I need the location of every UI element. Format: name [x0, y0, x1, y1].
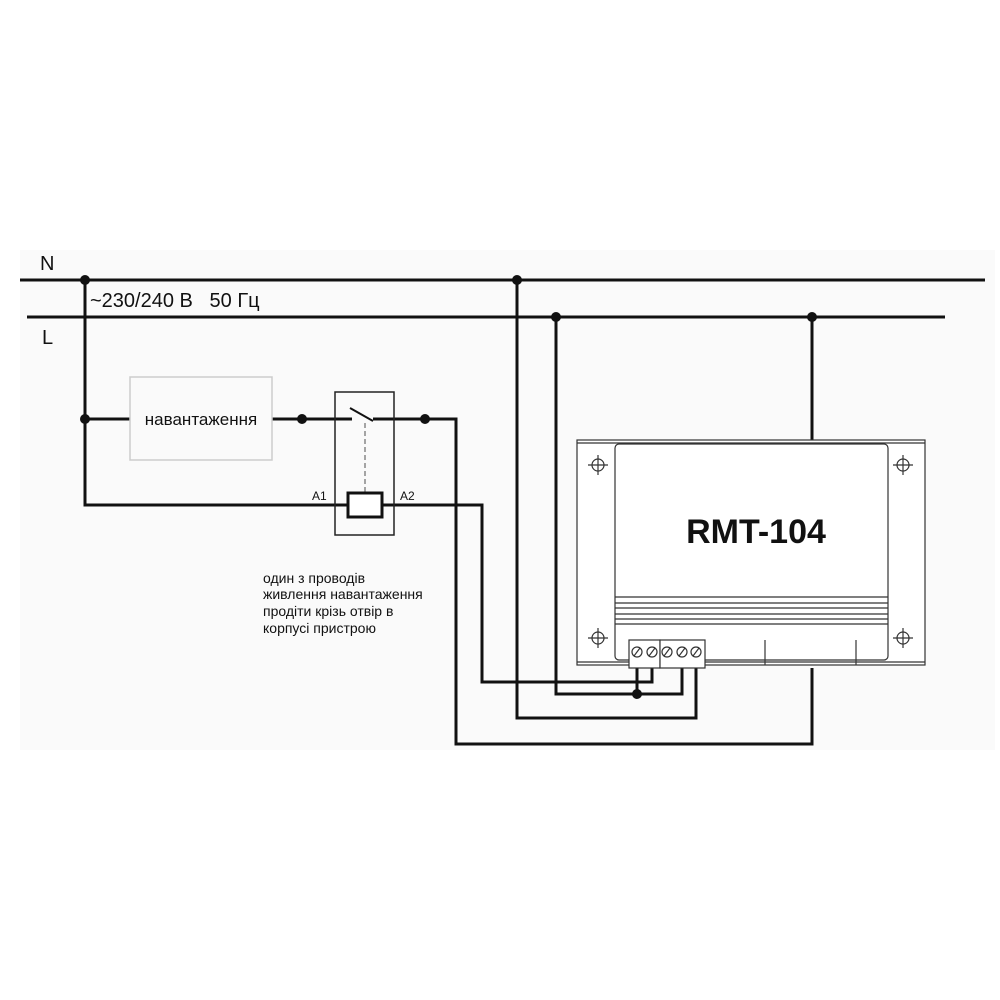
note: один з проводів живлення навантаження пр… [263, 570, 423, 636]
supply-label: ~230/240 В 50 Гц [90, 290, 260, 312]
junction-dots [80, 275, 817, 699]
neutral-label: N [40, 253, 54, 275]
device-name: RMT-104 [686, 513, 826, 551]
note-line: продіти крізь отвір в [263, 603, 393, 619]
note-line: один з проводів [263, 570, 365, 586]
load-label: навантаження [145, 410, 257, 429]
wires [20, 278, 985, 746]
wire-a2-terminal [382, 503, 654, 684]
wire-n-coil [83, 280, 348, 507]
switch-contact-icon [349, 407, 374, 422]
relay-a2-label: A2 [400, 489, 415, 503]
wire-n-terminal [515, 280, 698, 720]
live-label: L [42, 327, 53, 349]
terminal-block [628, 639, 706, 669]
relay: A1 A2 [312, 391, 415, 536]
note-line: корпусі пристрою [263, 620, 376, 636]
wire-l-terminal [554, 317, 684, 696]
note-line: живлення навантаження [263, 586, 423, 602]
relay-coil [346, 491, 384, 519]
relay-a1-label: A1 [312, 489, 327, 503]
mounting-hole-icon [588, 455, 913, 648]
rmt-104-device [576, 439, 926, 669]
load-box [129, 376, 273, 461]
